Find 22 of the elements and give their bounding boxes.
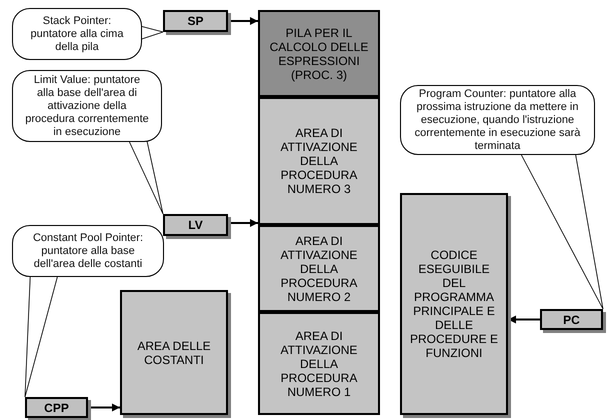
leader-line [140, 26, 164, 40]
arrow [508, 316, 540, 324]
callout-bubble: Stack Pointer: puntatore alla cima della pila [12, 8, 142, 60]
register-box: LV [163, 214, 228, 236]
arrow [88, 404, 120, 412]
register-box: CPP [25, 397, 88, 418]
memory-segment: AREA DI ATTIVAZIONE DELLA PROCEDURA NUMERO 2 [258, 225, 380, 312]
memory-area: CODICE ESEGUIBILE DEL PROGRAMMA PRINCIPALE E DELLE PROCEDURE E FUNZIONI [400, 193, 508, 415]
leader-line [24, 276, 58, 398]
arrow [228, 219, 258, 227]
memory-segment: AREA DI ATTIVAZIONE DELLA PROCEDURA NUMERO 1 [258, 312, 380, 415]
memory-segment: PILA PER IL CALCOLO DELLE ESPRESSIONI (PROC. 3) [258, 10, 380, 97]
leader-line [128, 140, 164, 214]
arrow [228, 17, 258, 25]
callout-bubble: Limit Value: puntatore alla base dell'area di attivazione della procedura correntemente in esecuzione [12, 70, 162, 142]
memory-area: AREA DELLE COSTANTI [120, 290, 228, 415]
memory-segment: AREA DI ATTIVAZIONE DELLA PROCEDURA NUMERO 3 [258, 97, 380, 225]
register-box: SP [163, 10, 228, 32]
register-box: PC [540, 309, 603, 330]
leader-line [520, 154, 604, 310]
callout-bubble: Constant Pool Pointer: puntatore alla base dell'area delle costanti [12, 225, 164, 277]
callout-bubble: Program Counter: puntatore alla prossima istruzione da mettere in esecuzione, quando l'istruzione correntemente in esecuzione sarà terminata [400, 85, 595, 155]
